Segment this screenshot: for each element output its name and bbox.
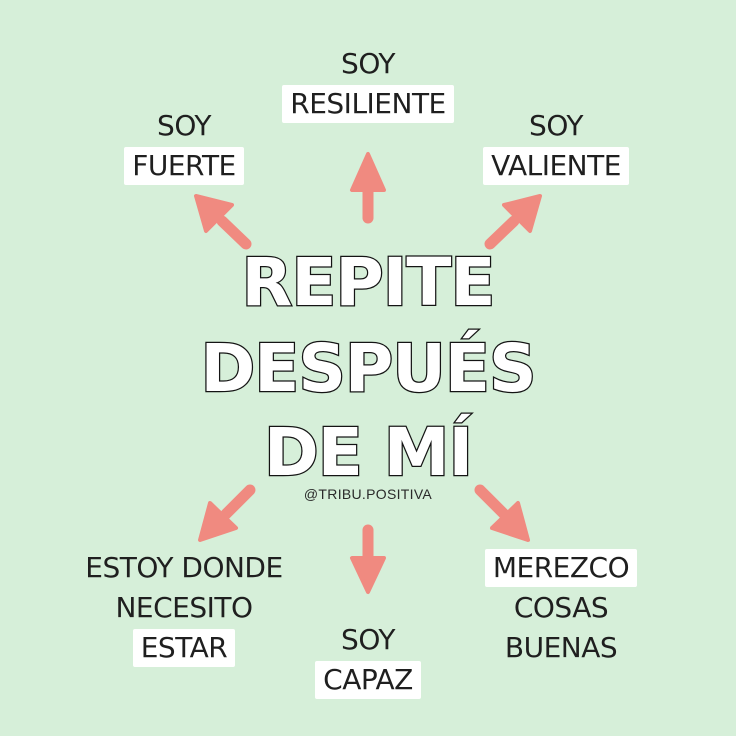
arrow-down-left-icon	[198, 484, 256, 542]
highlighted-word: CAPAZ	[315, 661, 421, 699]
highlighted-word: RESILIENTE	[282, 85, 454, 123]
highlighted-word: FUERTE	[124, 147, 244, 185]
phrase-line: SOY	[529, 109, 583, 142]
arrow-up-right-icon	[484, 194, 542, 250]
highlighted-word: ESTAR	[132, 629, 236, 667]
author-handle: @TRIBU.POSITIVA	[303, 486, 433, 502]
phrase-line: SOY	[341, 47, 395, 80]
phrase-fuerte: SOY FUERTE	[94, 106, 274, 186]
phrase-valiente: SOY VALIENTE	[466, 106, 646, 186]
phrase-estoy: ESTOY DONDE NECESITO ESTAR	[64, 548, 304, 668]
phrase-line: SOY	[157, 109, 211, 142]
title-line-3: DE MÍ	[263, 413, 475, 493]
phrase-line: ESTOY DONDE	[85, 551, 283, 584]
phrase-line: SOY	[341, 623, 395, 656]
arrow-up-left-icon	[194, 194, 252, 250]
arrow-up-icon	[350, 152, 386, 224]
phrase-line: COSAS	[513, 591, 609, 624]
arrow-down-right-icon	[474, 484, 530, 542]
phrase-line: NECESITO	[115, 591, 253, 624]
title-line-1: REPITE	[240, 243, 496, 323]
phrase-capaz: SOY CAPAZ	[278, 620, 458, 700]
phrase-line: BUENAS	[504, 631, 618, 664]
highlighted-word: MEREZCO	[484, 549, 638, 587]
phrase-resiliente: SOY RESILIENTE	[268, 44, 468, 124]
phrase-merezco: MEREZCO COSAS BUENAS	[456, 548, 666, 668]
arrow-down-icon	[350, 524, 386, 594]
highlighted-word: VALIENTE	[483, 147, 629, 185]
title-line-2: DESPUÉS	[199, 329, 538, 409]
